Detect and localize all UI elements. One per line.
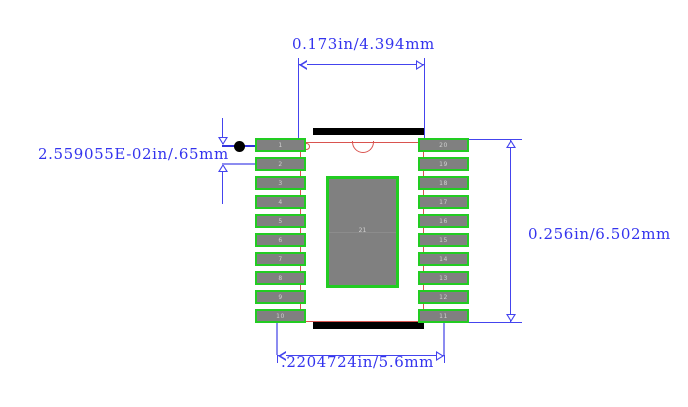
silkscreen-bar-top — [313, 128, 424, 135]
height-dimension-line — [510, 140, 511, 322]
pad-right-16[interactable]: 16 — [418, 214, 469, 228]
span-arrow-left-inner-icon — [281, 353, 286, 359]
pad-right-18[interactable]: 18 — [418, 176, 469, 190]
height-witness-line-top — [430, 139, 522, 140]
pad-label: 10 — [276, 313, 285, 320]
pad-right-17[interactable]: 17 — [418, 195, 469, 209]
height-dimension-label: 0.256in/6.502mm — [528, 225, 671, 243]
pad-label: 19 — [439, 161, 448, 168]
width-witness-line-right — [424, 58, 425, 138]
pad-label: 6 — [278, 237, 283, 244]
width-dimension-label: 0.173in/4.394mm — [292, 35, 435, 53]
pitch-arrow-up-inner-icon — [220, 166, 226, 171]
pitch-witness-line-top — [222, 118, 223, 144]
pad-left-10[interactable]: 10 — [255, 309, 306, 323]
pad-label: 11 — [439, 313, 448, 320]
pad-label: 7 — [278, 256, 283, 263]
pitch-arrow-down-inner-icon — [220, 138, 226, 143]
pad-label: 18 — [439, 180, 448, 187]
pad-right-14[interactable]: 14 — [418, 252, 469, 266]
width-dimension-line — [299, 64, 424, 65]
silkscreen-bar-bottom — [313, 322, 424, 329]
span-dimension-line — [278, 355, 444, 356]
thermal-pad-label: 21 — [358, 227, 367, 234]
span-arrow-right-inner-icon — [437, 353, 442, 359]
width-witness-line-left — [298, 58, 299, 138]
thermal-pad-21[interactable]: 21 — [326, 176, 399, 288]
pad-left-2[interactable]: 2 — [255, 157, 306, 171]
pad-label: 13 — [439, 275, 448, 282]
pad-label: 8 — [278, 275, 283, 282]
pitch-witness-line-bottom — [222, 172, 223, 204]
pad-label: 17 — [439, 199, 448, 206]
pad-label: 1 — [278, 142, 283, 149]
pad-left-8[interactable]: 8 — [255, 271, 306, 285]
pad-label: 16 — [439, 218, 448, 225]
height-witness-line-bottom — [430, 322, 522, 323]
span-dimension-label: .2204724in/5.6mm — [281, 353, 434, 371]
pad-left-4[interactable]: 4 — [255, 195, 306, 209]
pad-left-5[interactable]: 5 — [255, 214, 306, 228]
span-lead-line-pin10 — [276, 315, 278, 355]
pitch-dimension-label: 2.559055E-02in/.65mm — [38, 145, 229, 163]
pad-label: 14 — [439, 256, 448, 263]
pad-label: 5 — [278, 218, 283, 225]
pad-right-11[interactable]: 11 — [418, 309, 469, 323]
pad-left-9[interactable]: 9 — [255, 290, 306, 304]
span-lead-line-pin11 — [443, 315, 445, 355]
pad-left-6[interactable]: 6 — [255, 233, 306, 247]
pad-right-13[interactable]: 13 — [418, 271, 469, 285]
pad-right-19[interactable]: 19 — [418, 157, 469, 171]
pad-label: 9 — [278, 294, 283, 301]
pad-label: 4 — [278, 199, 283, 206]
width-arrow-left-inner-icon — [302, 62, 307, 68]
pad-label: 20 — [439, 142, 448, 149]
pad-left-7[interactable]: 7 — [255, 252, 306, 266]
pad-label: 15 — [439, 237, 448, 244]
pin1-indicator-dot — [234, 141, 245, 152]
height-arrow-up-inner-icon — [508, 142, 514, 147]
pad-left-1[interactable]: 1 — [255, 138, 306, 152]
pad-label: 2 — [278, 161, 283, 168]
pad-right-15[interactable]: 15 — [418, 233, 469, 247]
pad-right-20[interactable]: 20 — [418, 138, 469, 152]
height-arrow-down-inner-icon — [508, 315, 514, 320]
pad-left-3[interactable]: 3 — [255, 176, 306, 190]
pad-label: 12 — [439, 294, 448, 301]
pad-label: 3 — [278, 180, 283, 187]
width-arrow-right-inner-icon — [417, 62, 422, 68]
pad-right-12[interactable]: 12 — [418, 290, 469, 304]
thermal-pad-divider — [329, 232, 396, 233]
